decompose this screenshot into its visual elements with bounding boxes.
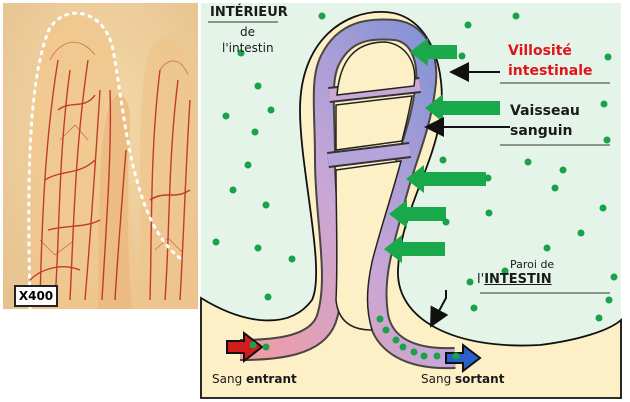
blood-in-arrow — [226, 330, 264, 364]
blood-in-label: Sang entrant — [212, 372, 297, 386]
blood-out-word: Sang — [421, 372, 456, 386]
label-pointers — [424, 62, 510, 328]
magnification-badge: X400 — [14, 285, 58, 307]
vessel-label: Vaisseau — [510, 103, 580, 119]
blood-in-word: Sang — [212, 372, 247, 386]
blood-in-emph: entrant — [246, 372, 297, 386]
villus-label: Villosité — [508, 43, 572, 59]
blood-out-emph: sortant — [455, 372, 505, 386]
absorption-arrows — [384, 38, 500, 263]
blood-vessel — [239, 18, 456, 370]
blood-out-arrow — [445, 342, 482, 374]
interior-label: INTÉRIEUR — [210, 5, 288, 20]
micrograph-photo — [3, 3, 198, 311]
vessel-label-2: sanguin — [510, 123, 573, 139]
wall-label-intestin: INTESTIN — [484, 272, 552, 287]
interior-sub-label: de — [240, 25, 255, 39]
wall-label: Paroi de — [510, 258, 555, 271]
villus-label-2: intestinale — [508, 63, 593, 79]
wall-label-2: l'INTESTIN — [477, 272, 552, 287]
wall-label-prefix: l' — [477, 272, 485, 287]
blood-out-label: Sang sortant — [421, 372, 504, 386]
nutrient-dots — [212, 12, 618, 360]
interior-sub-label-2: l'intestin — [222, 41, 274, 55]
